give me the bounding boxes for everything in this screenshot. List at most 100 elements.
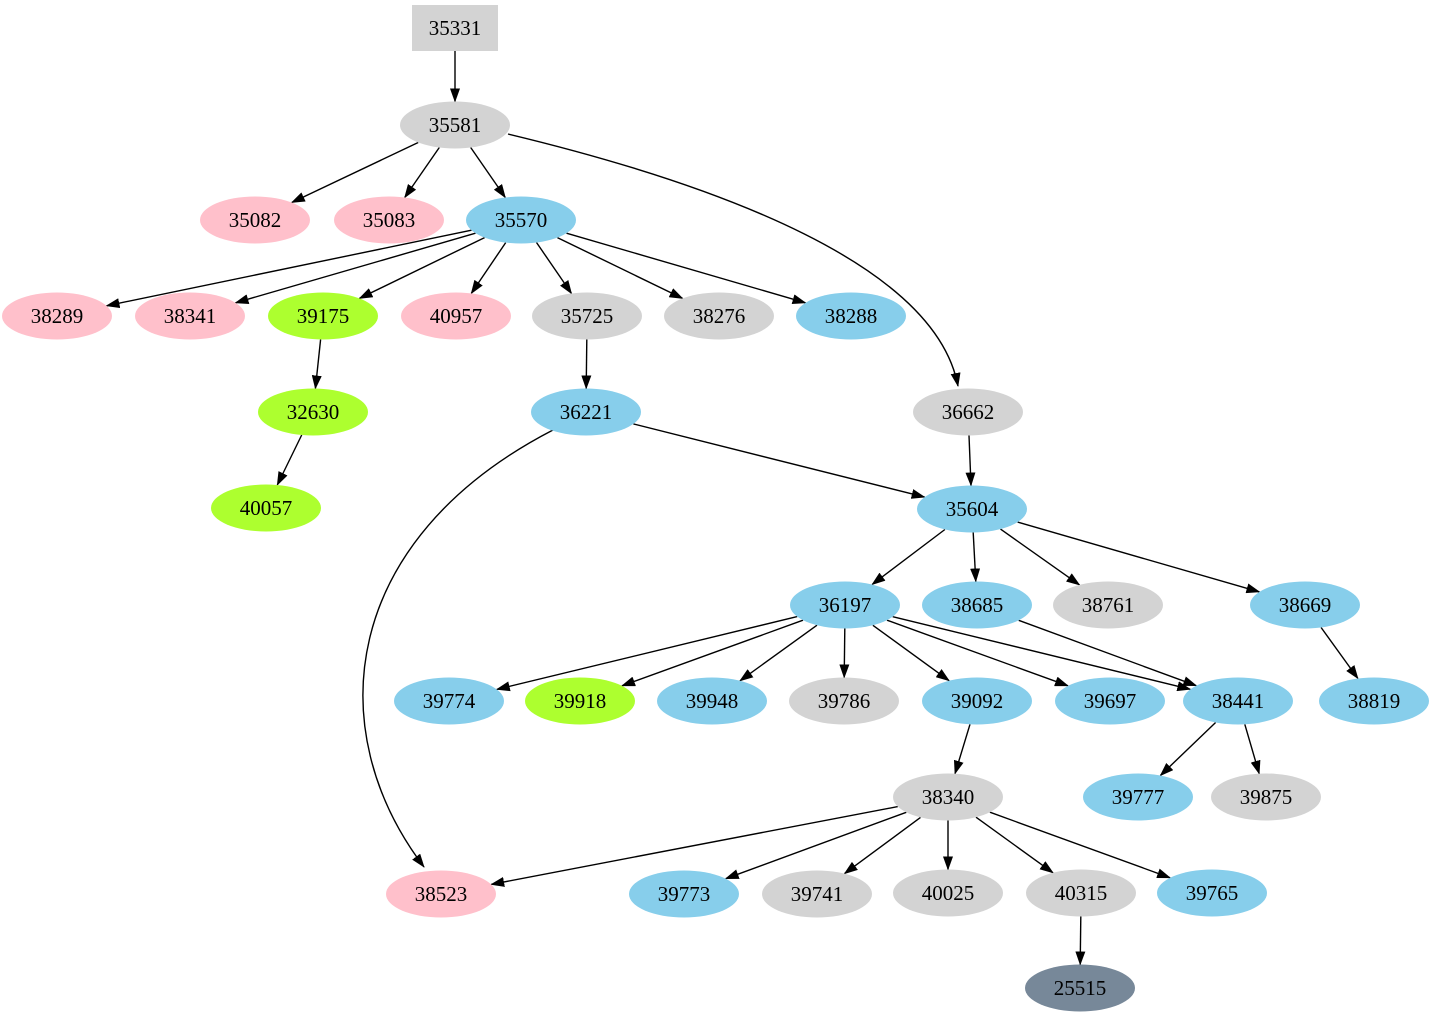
edge-38669-38819 [1320, 627, 1359, 680]
node-35581: 35581 [400, 101, 510, 149]
node-shape-39092 [922, 677, 1032, 725]
node-38341: 38341 [135, 292, 245, 340]
node-39765: 39765 [1157, 869, 1267, 917]
node-shape-32630 [258, 388, 368, 436]
edge-35604-38685 [970, 532, 981, 583]
node-label-39774: 39774 [423, 689, 476, 713]
node-shape-38669 [1250, 581, 1360, 629]
edge-35725-36221 [581, 339, 592, 390]
node-shape-39175 [268, 292, 378, 340]
node-shape-38685 [922, 581, 1032, 629]
node-39741: 39741 [762, 870, 872, 918]
node-shape-40057 [211, 484, 321, 532]
node-38289: 38289 [2, 292, 112, 340]
node-label-35331: 35331 [429, 16, 482, 40]
node-25515: 25515 [1025, 964, 1135, 1012]
node-shape-39948 [657, 677, 767, 725]
node-39918: 39918 [525, 677, 635, 725]
node-label-39777: 39777 [1112, 785, 1165, 809]
node-label-39948: 39948 [686, 689, 739, 713]
node-shape-40025 [893, 869, 1003, 917]
edge-35604-38669 [1017, 521, 1261, 594]
node-35725: 35725 [532, 292, 642, 340]
node-38669: 38669 [1250, 581, 1360, 629]
node-35083: 35083 [334, 196, 444, 244]
node-label-35725: 35725 [561, 304, 614, 328]
node-label-38441: 38441 [1212, 689, 1265, 713]
node-shape-38523 [386, 870, 496, 918]
node-shape-36221 [531, 388, 641, 436]
node-40025: 40025 [893, 869, 1003, 917]
node-label-36221: 36221 [560, 400, 613, 424]
edge-36197-39697 [886, 619, 1069, 687]
node-label-38523: 38523 [415, 882, 468, 906]
edge-36197-39948 [739, 624, 818, 682]
node-label-40025: 40025 [922, 881, 975, 905]
node-39774: 39774 [394, 677, 504, 725]
node-shape-35581 [400, 101, 510, 149]
edge-35581-36662 [507, 133, 961, 387]
edge-35570-35725 [535, 242, 573, 295]
edge-38340-39765 [989, 811, 1172, 879]
node-label-39175: 39175 [297, 304, 350, 328]
node-shape-39741 [762, 870, 872, 918]
edges-layer [105, 51, 1359, 966]
node-shape-38289 [2, 292, 112, 340]
node-label-38685: 38685 [951, 593, 1004, 617]
edge-35570-38288 [566, 232, 807, 304]
node-35082: 35082 [200, 196, 310, 244]
node-38523: 38523 [386, 870, 496, 918]
edge-36197-39918 [621, 619, 804, 687]
node-39875: 39875 [1211, 773, 1321, 821]
node-shape-39773 [629, 870, 739, 918]
node-38819: 38819 [1319, 677, 1429, 725]
node-shape-39786 [789, 677, 899, 725]
node-35604: 35604 [917, 485, 1027, 533]
node-shape-39697 [1055, 677, 1165, 725]
node-shape-39774 [394, 677, 504, 725]
node-shape-40957 [401, 292, 511, 340]
edge-35604-38761 [1000, 528, 1081, 586]
edge-38685-38441 [1018, 619, 1198, 687]
node-39948: 39948 [657, 677, 767, 725]
node-32630: 32630 [258, 388, 368, 436]
node-shape-40315 [1026, 869, 1136, 917]
edge-32630-40057 [276, 434, 303, 486]
node-38340: 38340 [893, 773, 1003, 821]
edge-39175-32630 [311, 339, 322, 390]
node-shape-35725 [532, 292, 642, 340]
node-label-38819: 38819 [1348, 689, 1401, 713]
node-shape-38276 [664, 292, 774, 340]
edge-36197-39092 [872, 624, 950, 682]
node-shape-38340 [893, 773, 1003, 821]
edge-38340-39741 [843, 816, 921, 875]
node-label-39092: 39092 [951, 689, 1004, 713]
node-39773: 39773 [629, 870, 739, 918]
node-label-39918: 39918 [554, 689, 607, 713]
node-39697: 39697 [1055, 677, 1165, 725]
node-39777: 39777 [1083, 773, 1193, 821]
node-shape-38441 [1183, 677, 1293, 725]
edge-36197-39786 [839, 628, 850, 679]
edge-36197-39774 [495, 615, 798, 692]
node-label-39773: 39773 [658, 882, 711, 906]
node-label-39786: 39786 [818, 689, 871, 713]
node-40957: 40957 [401, 292, 511, 340]
node-label-39765: 39765 [1186, 881, 1239, 905]
node-label-38340: 38340 [922, 785, 975, 809]
edge-38340-39773 [724, 811, 907, 880]
node-shape-36197 [790, 581, 900, 629]
node-label-35604: 35604 [946, 497, 999, 521]
edge-35570-38276 [557, 236, 684, 300]
node-label-39875: 39875 [1240, 785, 1293, 809]
node-shape-35604 [917, 485, 1027, 533]
node-39092: 39092 [922, 677, 1032, 725]
node-label-38761: 38761 [1082, 593, 1135, 617]
node-40315: 40315 [1026, 869, 1136, 917]
edge-38441-39777 [1159, 721, 1217, 777]
edge-38340-40315 [975, 816, 1054, 874]
node-label-39741: 39741 [791, 882, 844, 906]
node-label-35083: 35083 [363, 208, 416, 232]
